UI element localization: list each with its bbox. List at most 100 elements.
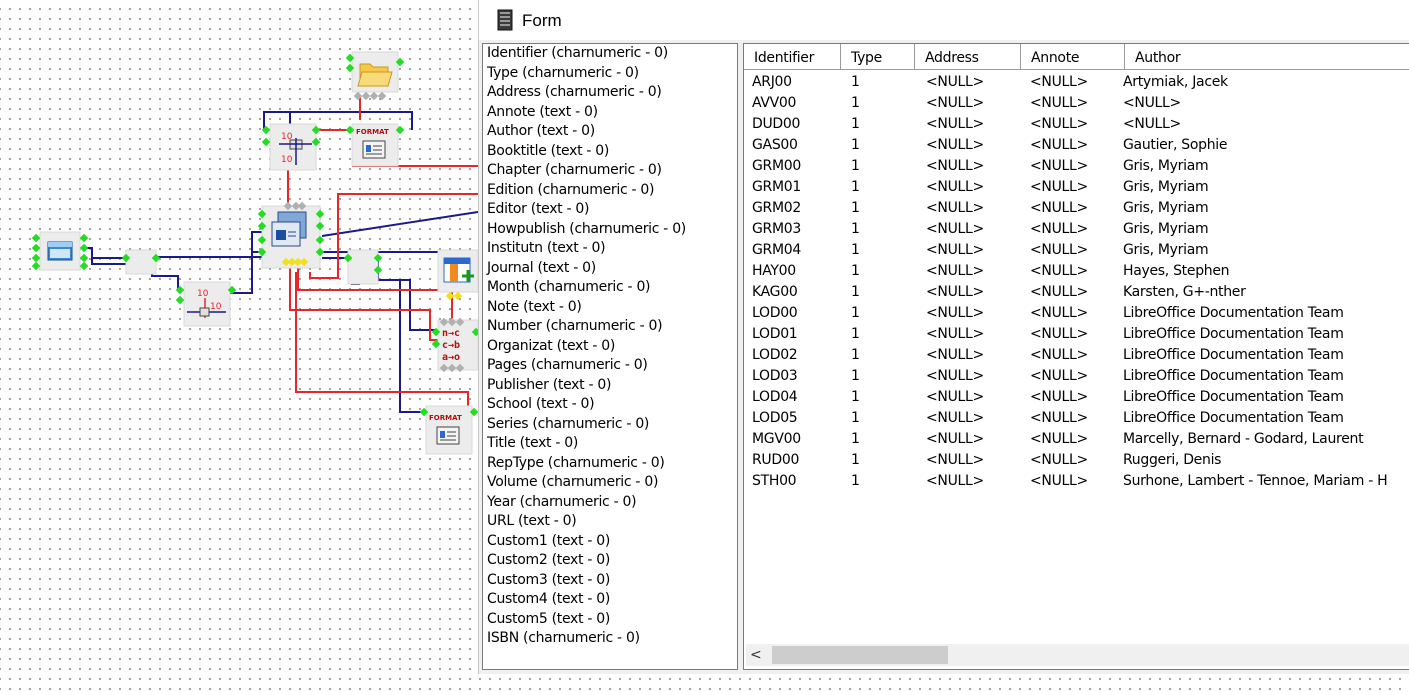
port-marker[interactable] (345, 53, 355, 63)
port-marker[interactable] (261, 125, 271, 135)
port-marker[interactable] (31, 233, 41, 243)
node-format-bottom[interactable]: FORMAT (425, 405, 473, 455)
port-marker[interactable] (79, 243, 89, 253)
node-table-add[interactable] (437, 249, 478, 293)
column-header-address[interactable]: Address (915, 44, 1021, 70)
port-marker[interactable] (175, 295, 185, 305)
port-marker[interactable] (287, 257, 297, 267)
port-marker[interactable] (315, 247, 325, 257)
field-list-item[interactable]: Custom3 (text - 0) (487, 571, 611, 588)
port-marker[interactable] (471, 327, 478, 337)
node-form-window[interactable] (39, 231, 81, 271)
port-marker[interactable] (31, 243, 41, 253)
field-list-item[interactable]: Custom1 (text - 0) (487, 532, 611, 549)
field-list-item[interactable]: Booktitle (text - 0) (487, 142, 610, 159)
port-marker[interactable] (299, 257, 309, 267)
horizontal-scroll-thumb[interactable] (772, 646, 948, 664)
port-marker[interactable] (257, 221, 267, 231)
field-list-item[interactable]: Month (charnumeric - 0) (487, 279, 651, 295)
port-marker[interactable] (281, 257, 291, 267)
field-list-item[interactable]: Howpublish (charnumeric - 0) (487, 220, 686, 237)
port-marker[interactable] (447, 317, 457, 327)
port-marker[interactable] (315, 209, 325, 219)
port-marker[interactable] (311, 137, 321, 147)
field-list-item[interactable]: School (text - 0) (487, 396, 595, 412)
column-header-author[interactable]: Author (1125, 44, 1409, 70)
port-marker[interactable] (31, 253, 41, 263)
port-marker[interactable] (227, 285, 237, 295)
port-marker[interactable] (261, 137, 271, 147)
flow-canvas[interactable]: 10 10 FORMAT 10 10 (0, 0, 478, 695)
node-database[interactable] (261, 205, 321, 269)
node-numeric-split[interactable]: 10 10 (183, 281, 231, 327)
port-marker[interactable] (121, 253, 131, 263)
node-folder[interactable] (351, 51, 399, 93)
port-marker[interactable] (419, 407, 429, 417)
port-marker[interactable] (369, 91, 379, 101)
field-list-item[interactable]: Volume (charnumeric - 0) (487, 474, 659, 490)
port-marker[interactable] (395, 57, 405, 67)
node-format-top[interactable]: FORMAT (351, 123, 399, 167)
port-marker[interactable] (151, 253, 161, 263)
field-list-item[interactable]: Note (text - 0) (487, 298, 582, 315)
port-marker[interactable] (345, 125, 355, 135)
field-list-item[interactable]: Series (charnumeric - 0) (487, 415, 650, 432)
port-marker[interactable] (469, 407, 478, 417)
column-header-type[interactable]: Type (841, 44, 915, 70)
port-marker[interactable] (439, 363, 449, 373)
port-marker[interactable] (373, 265, 383, 275)
field-list-item[interactable]: Custom4 (text - 0) (487, 591, 611, 607)
port-marker[interactable] (311, 125, 321, 135)
field-list-item[interactable]: Type (charnumeric - 0) (487, 64, 639, 81)
node-char-convert[interactable]: n→c c→b a→o (437, 319, 478, 371)
port-marker[interactable] (291, 201, 301, 211)
port-marker[interactable] (445, 291, 455, 301)
field-list[interactable]: Identifier (charnumeric - 0) Type (charnu… (482, 43, 738, 670)
port-marker[interactable] (345, 63, 355, 73)
port-marker[interactable] (455, 317, 465, 327)
field-list-item[interactable]: Annote (text - 0) (487, 103, 598, 120)
port-marker[interactable] (257, 235, 267, 245)
port-marker[interactable] (453, 291, 463, 301)
field-list-item[interactable]: Identifier (charnumeric - 0) (487, 45, 668, 61)
port-marker[interactable] (455, 363, 465, 373)
port-marker[interactable] (395, 125, 405, 135)
field-list-item[interactable]: Organizat (text - 0) (487, 337, 616, 354)
port-marker[interactable] (175, 285, 185, 295)
port-marker[interactable] (315, 235, 325, 245)
port-marker[interactable] (293, 257, 303, 267)
column-header-identifier[interactable]: Identifier (744, 44, 841, 70)
field-list-item[interactable]: RepType (charnumeric - 0) (487, 454, 665, 471)
port-marker[interactable] (343, 253, 353, 263)
port-marker[interactable] (353, 91, 363, 101)
port-marker[interactable] (79, 253, 89, 263)
field-list-item[interactable]: Address (charnumeric - 0) (487, 84, 662, 100)
port-marker[interactable] (447, 363, 457, 373)
port-marker[interactable] (79, 233, 89, 243)
field-list-item[interactable]: ISBN (charnumeric - 0) (487, 630, 640, 646)
port-marker[interactable] (377, 91, 387, 101)
field-list-item[interactable]: Journal (text - 0) (487, 259, 596, 276)
port-marker[interactable] (257, 209, 267, 219)
field-list-item[interactable]: Title (text - 0) (487, 435, 579, 451)
port-marker[interactable] (79, 261, 89, 271)
field-list-item[interactable]: Year (charnumeric - 0) (487, 493, 637, 510)
port-marker[interactable] (31, 261, 41, 271)
column-header-annote[interactable]: Annote (1021, 44, 1125, 70)
